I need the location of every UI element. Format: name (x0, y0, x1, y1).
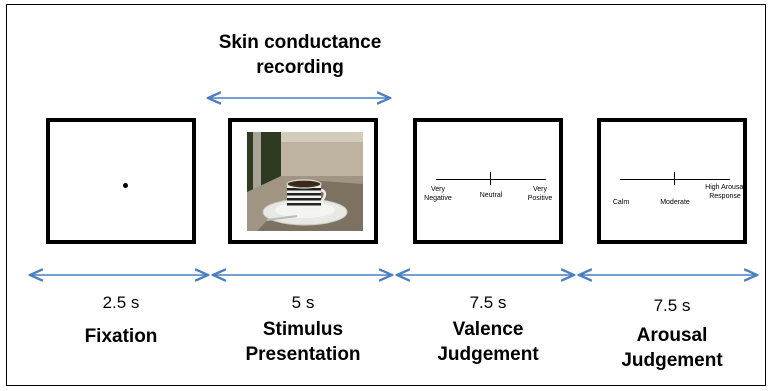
stimulus-screen (228, 118, 378, 244)
fixation-dot (123, 183, 128, 188)
fixation-name: Fixation (84, 326, 158, 347)
figure-frame (6, 4, 766, 386)
arousal-scale-tick (674, 172, 675, 185)
coffee-cup-photo (247, 132, 363, 231)
valence-middle-label: Neutral (479, 192, 503, 199)
valence-left-label: Very Negative (424, 186, 452, 202)
recording-label: Skin conductance recording (218, 32, 382, 78)
arousal-duration: 7.5 s (653, 296, 691, 315)
fixation-duration: 2.5 s (102, 293, 140, 312)
valence-scale-tick (490, 172, 491, 185)
stimulus-name: Stimulus Presentation (245, 319, 361, 365)
stimulus-duration: 5 s (291, 293, 315, 312)
fixation-screen (46, 118, 196, 244)
arousal-right-label: High Arousal Response (705, 184, 745, 200)
valence-duration: 7.5 s (469, 293, 507, 312)
valence-scale-line (436, 179, 546, 180)
arousal-screen: Calm Moderate High Arousal Response (597, 118, 747, 244)
arousal-middle-label: Moderate (660, 199, 690, 206)
valence-right-label: Very Positive (527, 186, 553, 202)
arousal-left-label: Calm (612, 199, 630, 206)
arousal-scale-line (620, 179, 730, 180)
valence-screen: Very Negative Neutral Very Positive (413, 118, 563, 244)
arousal-name: Arousal Judgement (621, 325, 723, 371)
valence-name: Valence Judgement (437, 319, 539, 365)
